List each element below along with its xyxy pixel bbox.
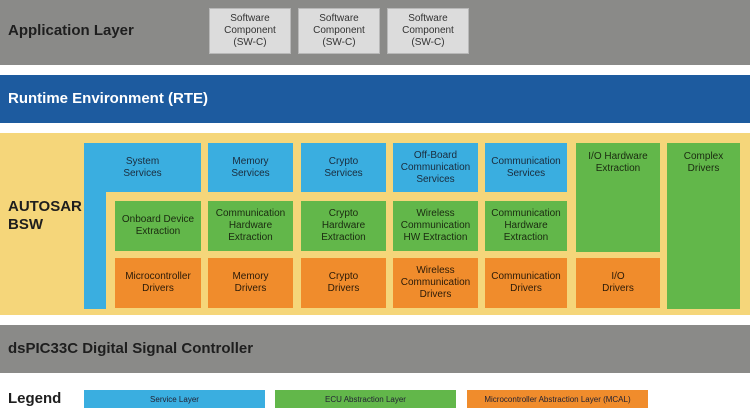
legend-mcal: Microcontroller Abstraction Layer (MCAL) xyxy=(467,390,648,408)
communication-drivers: Communication Drivers xyxy=(485,258,567,308)
rte-band xyxy=(0,75,750,123)
crypto-drivers: Crypto Drivers xyxy=(301,258,386,308)
communication-services: Communication Services xyxy=(485,143,567,192)
legend-title: Legend xyxy=(8,390,62,407)
system-services: System Services xyxy=(84,143,201,192)
memory-drivers: Memory Drivers xyxy=(208,258,293,308)
software-component: Software Component (SW-C) xyxy=(298,8,380,54)
application-layer-title: Application Layer xyxy=(8,22,134,39)
rte-title: Runtime Environment (RTE) xyxy=(8,90,209,107)
software-component: Software Component (SW-C) xyxy=(387,8,469,54)
wireless-communication-hw-extraction: Wireless Communication HW Extraction xyxy=(393,201,478,251)
io-drivers: I/O Drivers xyxy=(576,258,660,308)
crypto-services: Crypto Services xyxy=(301,143,386,192)
controller-title: dsPIC33C Digital Signal Controller xyxy=(8,340,254,357)
legend-ecu-abstraction-layer: ECU Abstraction Layer xyxy=(275,390,456,408)
complex-drivers: Complex Drivers xyxy=(667,143,740,309)
legend-service-layer: Service Layer xyxy=(84,390,265,408)
crypto-hardware-extraction: Crypto Hardware Extraction xyxy=(301,201,386,251)
software-component: Software Component (SW-C) xyxy=(209,8,291,54)
communication-hardware-extraction: Communication Hardware Extraction xyxy=(208,201,293,251)
off-board-communication-services: Off-Board Communication Services xyxy=(393,143,478,192)
microcontroller-drivers: Microcontroller Drivers xyxy=(115,258,201,308)
memory-services: Memory Services xyxy=(208,143,293,192)
bsw-title: AUTOSAR BSW xyxy=(8,198,82,233)
io-hardware-extraction: I/O Hardware Extraction xyxy=(576,143,660,252)
wireless-communication-drivers: Wireless Communication Drivers xyxy=(393,258,478,308)
onboard-device-extraction: Onboard Device Extraction xyxy=(115,201,201,251)
communication-hardware-extraction: Communication Hardware Extraction xyxy=(485,201,567,251)
controller-band xyxy=(0,325,750,373)
